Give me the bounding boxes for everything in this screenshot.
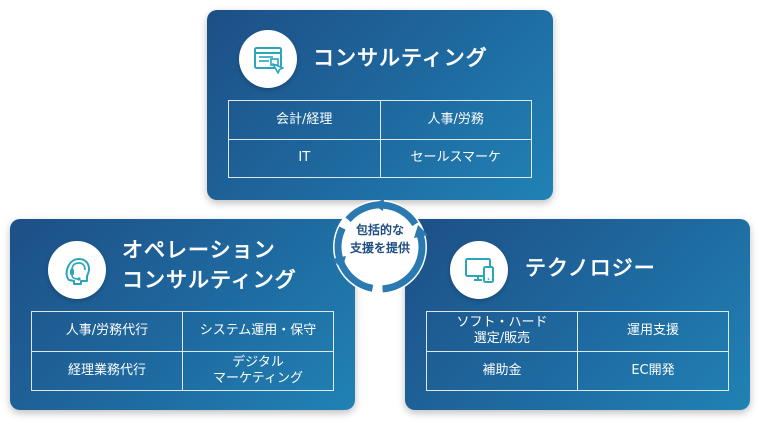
- center-label: 包括的な 支援を提供: [349, 223, 410, 255]
- technology-grid: ソフト・ハード 選定/販売 運用支援 補助金 EC開発: [426, 311, 729, 391]
- operation-grid: 人事/労務代行 システム運用・保守 経理業務代行 デジタル マーケティング: [31, 311, 334, 391]
- technology-item: 運用支援: [578, 312, 729, 352]
- consulting-item: 会計/経理: [229, 101, 381, 140]
- operation-item: 経理業務代行: [32, 351, 183, 391]
- technology-item: ソフト・ハード 選定/販売: [427, 312, 578, 352]
- technology-card: テクノロジー ソフト・ハード 選定/販売 運用支援 補助金 EC開発: [405, 219, 750, 410]
- operation-consulting-title: オペレーション コンサルティング: [122, 235, 297, 295]
- headset-operator-icon: [48, 241, 106, 299]
- operation-item: システム運用・保守: [183, 312, 334, 352]
- consulting-item: 人事/労務: [380, 101, 532, 140]
- operation-item: デジタル マーケティング: [183, 351, 334, 391]
- consulting-item: セールスマーケ: [380, 139, 532, 178]
- operation-title-line2: コンサルティング: [122, 268, 297, 292]
- browser-window-icon: [239, 30, 297, 88]
- operation-item: 人事/労務代行: [32, 312, 183, 352]
- devices-icon: [450, 241, 508, 299]
- technology-title: テクノロジー: [525, 256, 656, 280]
- consulting-grid: 会計/経理 人事/労務 IT セールスマーケ: [228, 100, 532, 178]
- consulting-title: コンサルティング: [313, 46, 488, 70]
- circular-arrows-icon: [332, 199, 428, 294]
- operation-consulting-card: オペレーション コンサルティング 人事/労務代行 システム運用・保守 経理業務代…: [10, 219, 355, 410]
- operation-title-line1: オペレーション: [122, 238, 276, 262]
- consulting-item: IT: [229, 139, 381, 178]
- technology-item: EC開発: [578, 351, 729, 391]
- consulting-card: コンサルティング 会計/経理 人事/労務 IT セールスマーケ: [207, 10, 553, 200]
- technology-item: 補助金: [427, 351, 578, 391]
